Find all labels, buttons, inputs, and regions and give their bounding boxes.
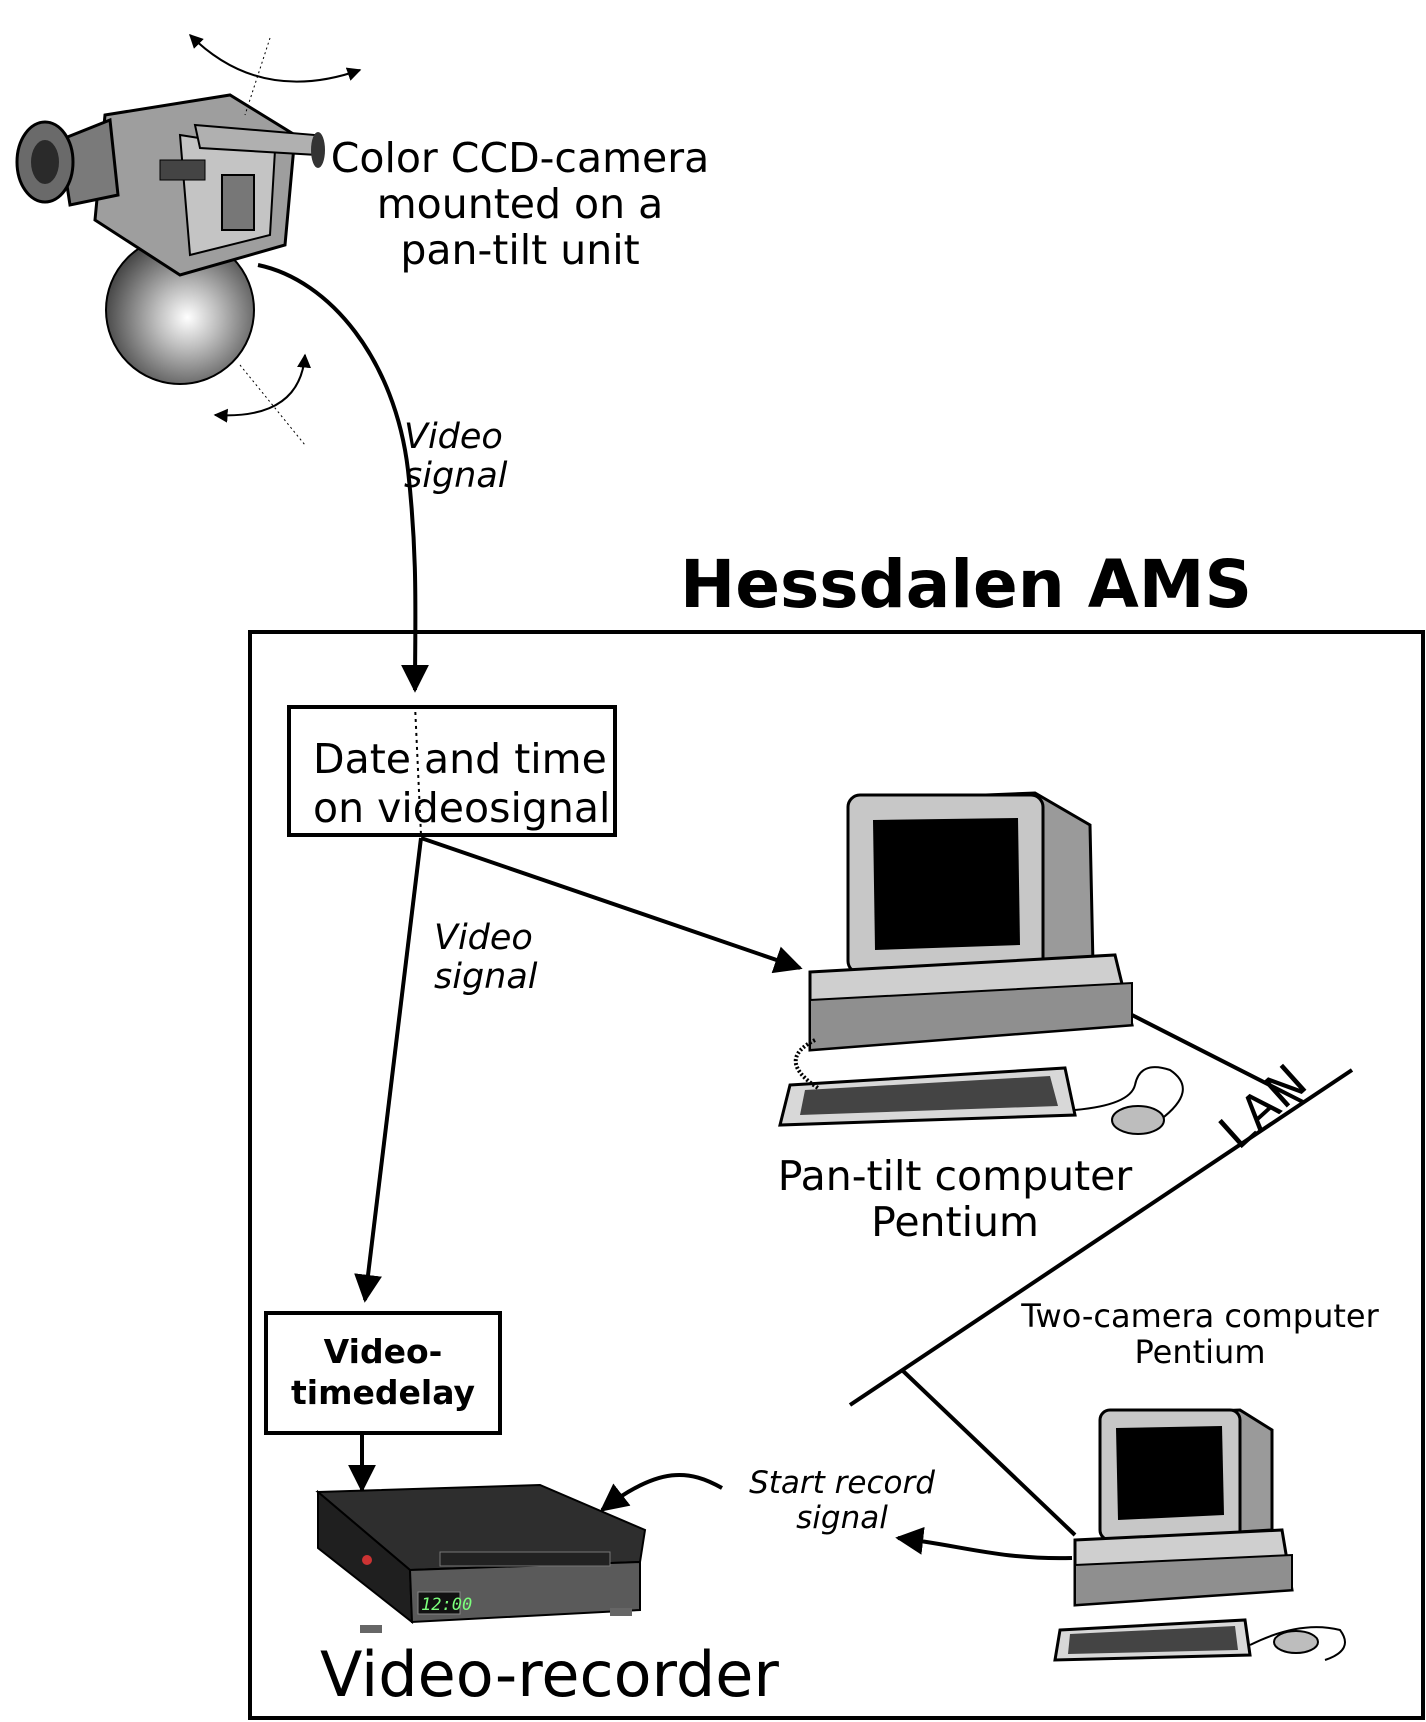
video-recorder-label: Video-recorder	[320, 1638, 779, 1711]
lan-line	[848, 1068, 1354, 1407]
date-time-box: Date and time on videosignal	[287, 705, 617, 837]
arrow-to-delay	[354, 837, 423, 1303]
camera-label: Color CCD-camera mounted on a pan-tilt u…	[330, 134, 710, 274]
lan-drop-pan-tilt	[1131, 1013, 1304, 1104]
video-signal-label-1: Video signal	[404, 417, 508, 497]
video-timedelay-box: Video- timedelay	[264, 1311, 502, 1435]
arrow-to-pan-tilt	[420, 836, 803, 974]
ams-frame	[248, 630, 1425, 1720]
recorder-display: 12:00	[421, 1595, 472, 1615]
start-record-arrow-to-label	[895, 1526, 1073, 1561]
dotted-passthrough	[414, 704, 422, 836]
two-camera-computer-icon	[1053, 1408, 1346, 1662]
start-record-arrow-to-recorder	[599, 1472, 723, 1512]
two-camera-computer-label: Two-camera computer Pentium	[1021, 1297, 1379, 1371]
camera-icon	[15, 34, 362, 446]
start-record-label: Start record signal	[749, 1465, 935, 1536]
video-signal-label-2: Video signal	[434, 918, 538, 998]
video-recorder-icon: 12:00	[315, 1483, 647, 1633]
lan-drop-two-camera	[900, 1368, 1077, 1537]
video-signal-cable	[257, 263, 430, 693]
diagram-title: Hessdalen AMS	[680, 546, 1252, 623]
pan-tilt-computer-label: Pan-tilt computer Pentium	[777, 1152, 1133, 1246]
pan-tilt-computer-icon	[778, 791, 1184, 1135]
